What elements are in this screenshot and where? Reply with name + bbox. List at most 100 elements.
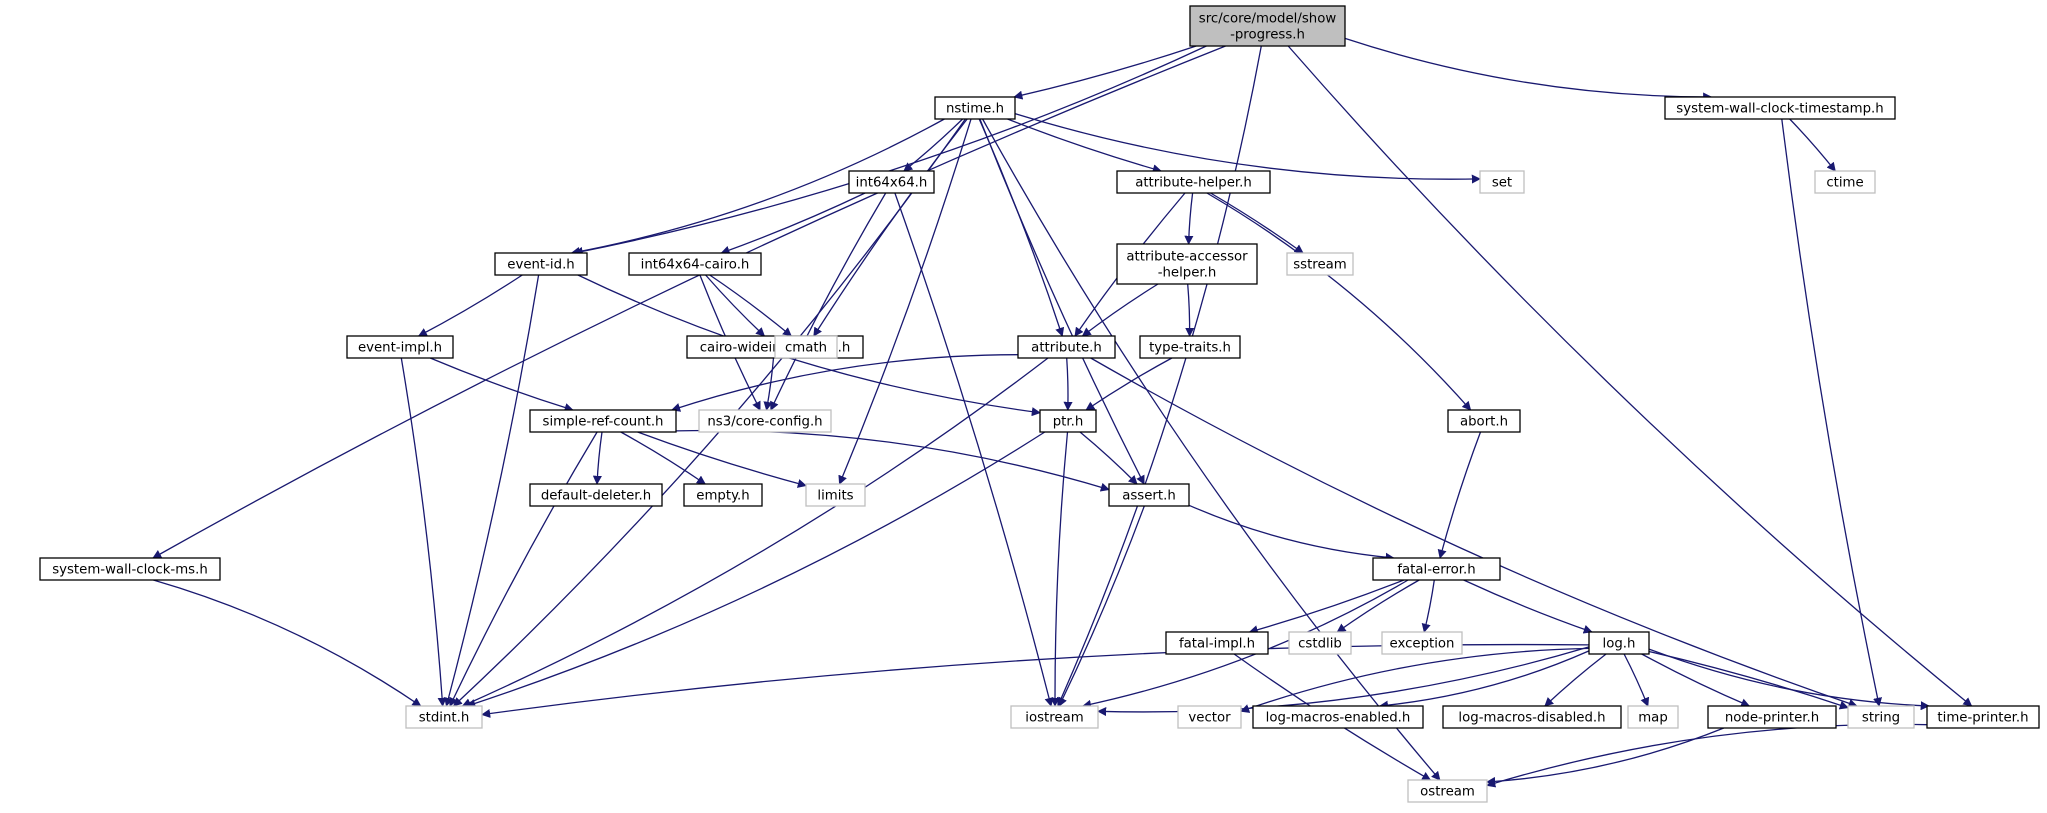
edge-swct-to-ctime [1789, 118, 1836, 172]
node-int64x64-cairo[interactable]: int64x64-cairo.h [628, 252, 762, 276]
node-swcms[interactable]: system-wall-clock-ms.h [39, 557, 221, 581]
node-label-show-progress-line1: -progress.h [1230, 28, 1305, 43]
node-label-int64x64: int64x64.h [856, 176, 928, 191]
node-ctime: ctime [1814, 170, 1876, 194]
edge-event-impl-to-stdint [400, 357, 447, 707]
node-box-map [1627, 705, 1679, 729]
edge-simple-ref-to-empty [620, 431, 706, 485]
node-default-deleter[interactable]: default-deleter.h [529, 483, 663, 507]
edge-assert-to-iostream [1058, 505, 1145, 707]
edge-time-printer-to-ostream [1486, 723, 1928, 788]
node-attr-accessor[interactable]: attribute-accessor-helper.h [1116, 243, 1258, 285]
node-box-log-macros-dis [1442, 705, 1622, 729]
node-box-ctime [1814, 170, 1876, 194]
node-attribute-helper[interactable]: attribute-helper.h [1116, 170, 1271, 194]
node-ptr[interactable]: ptr.h [1039, 409, 1097, 433]
node-type-traits[interactable]: type-traits.h [1139, 335, 1241, 359]
node-box-limits [805, 483, 866, 507]
node-box-string [1847, 705, 1915, 729]
node-limits: limits [805, 483, 866, 507]
node-cmath: cmath [774, 335, 838, 359]
edge-log-to-stdint [481, 643, 1590, 719]
node-label-cstdlib: cstdlib [1298, 637, 1342, 652]
node-time-printer[interactable]: time-printer.h [1926, 705, 2040, 729]
edge-int64x64-cairo-to-cmath [709, 274, 793, 337]
node-event-impl[interactable]: event-impl.h [346, 335, 454, 359]
edge-show-progress-to-swcms [152, 45, 1226, 559]
node-assert[interactable]: assert.h [1108, 483, 1190, 507]
node-int64x64[interactable]: int64x64.h [848, 170, 935, 194]
node-fatal-impl[interactable]: fatal-impl.h [1165, 631, 1269, 655]
node-box-log-macros-en [1252, 705, 1424, 729]
node-box-attribute-helper [1116, 170, 1271, 194]
node-label-attribute: attribute.h [1031, 341, 1102, 356]
node-nstime[interactable]: nstime.h [934, 96, 1016, 120]
edge-show-progress-to-swct [1344, 37, 1713, 102]
edge-fatal-error-to-cstdlib [1336, 579, 1420, 633]
edge-attribute-helper-to-sstream [1210, 192, 1304, 254]
edge-ptr-to-assert [1079, 431, 1138, 485]
edge-attribute-to-simple-ref [671, 354, 1019, 412]
node-core-config: ns3/core-config.h [698, 409, 832, 433]
edge-fatal-error-to-iostream [1082, 579, 1409, 709]
edge-type-traits-to-ptr [1085, 357, 1173, 411]
edge-simple-ref-to-assert [675, 429, 1110, 492]
edge-fatal-error-to-fatal-impl [1248, 579, 1405, 635]
node-box-default-deleter [529, 483, 663, 507]
edge-simple-ref-to-default-deleter [592, 431, 603, 485]
node-label-exception: exception [1390, 637, 1455, 652]
edge-attr-accessor-to-attribute [1081, 283, 1159, 337]
edge-swct-to-string [1781, 118, 1882, 707]
node-swct[interactable]: system-wall-clock-timestamp.h [1664, 96, 1896, 120]
edge-ptr-to-stdint [466, 431, 1046, 708]
node-box-simple-ref [529, 409, 677, 433]
node-empty[interactable]: empty.h [683, 483, 763, 507]
node-box-ostream [1407, 779, 1488, 803]
node-box-event-id [494, 252, 588, 276]
edge-fatal-error-to-log [1463, 579, 1593, 634]
node-string: string [1847, 705, 1915, 729]
node-label-event-impl: event-impl.h [358, 341, 442, 356]
node-label-ostream: ostream [1420, 785, 1475, 800]
edge-attribute-to-ptr [1063, 357, 1073, 411]
node-label-map: map [1638, 711, 1668, 726]
edge-log-to-iostream [1097, 646, 1590, 717]
edge-nstime-to-int64x64 [903, 118, 964, 172]
node-box-int64x64-cairo [628, 252, 762, 276]
node-label-swcms: system-wall-clock-ms.h [52, 563, 208, 578]
node-label-sstream: sstream [1293, 258, 1347, 273]
node-set: set [1479, 170, 1525, 194]
edge-ptr-to-iostream [1050, 431, 1069, 707]
node-event-id[interactable]: event-id.h [494, 252, 588, 276]
node-label-default-deleter: default-deleter.h [541, 489, 651, 504]
edge-attr-accessor-to-type-traits [1185, 283, 1195, 337]
node-box-ptr [1039, 409, 1097, 433]
node-label-show-progress-line0: src/core/model/show [1199, 12, 1337, 27]
edge-abort-to-fatal-error [1437, 431, 1482, 559]
node-label-ptr: ptr.h [1053, 415, 1084, 430]
node-box-iostream [1010, 705, 1099, 729]
node-log[interactable]: log.h [1588, 631, 1650, 655]
node-simple-ref[interactable]: simple-ref-count.h [529, 409, 677, 433]
node-label-assert: assert.h [1122, 489, 1176, 504]
edge-event-id-to-ptr [577, 274, 1041, 417]
node-label-type-traits: type-traits.h [1149, 341, 1231, 356]
edge-nstime-to-event-id [570, 118, 945, 256]
node-show-progress[interactable]: src/core/model/show-progress.h [1189, 5, 1346, 47]
node-label-fatal-impl: fatal-impl.h [1179, 637, 1255, 652]
edge-attribute-helper-to-abort [1206, 192, 1472, 411]
edge-attribute-helper-to-attr-accessor [1184, 192, 1194, 245]
node-box-core-config [698, 409, 832, 433]
node-attribute[interactable]: attribute.h [1017, 335, 1116, 359]
node-box-show-progress [1189, 5, 1346, 47]
nodes: src/core/model/show-progress.h nstime.h sy… [39, 5, 2040, 803]
node-label-attribute-helper: attribute-helper.h [1135, 176, 1252, 191]
node-map: map [1627, 705, 1679, 729]
node-node-printer[interactable]: node-printer.h [1707, 705, 1837, 729]
node-box-attr-accessor [1116, 243, 1258, 285]
node-label-node-printer: node-printer.h [1725, 711, 1819, 726]
node-log-macros-en[interactable]: log-macros-enabled.h [1252, 705, 1424, 729]
node-fatal-error[interactable]: fatal-error.h [1372, 557, 1501, 581]
node-abort[interactable]: abort.h [1447, 409, 1521, 433]
node-log-macros-dis[interactable]: log-macros-disabled.h [1442, 705, 1622, 729]
